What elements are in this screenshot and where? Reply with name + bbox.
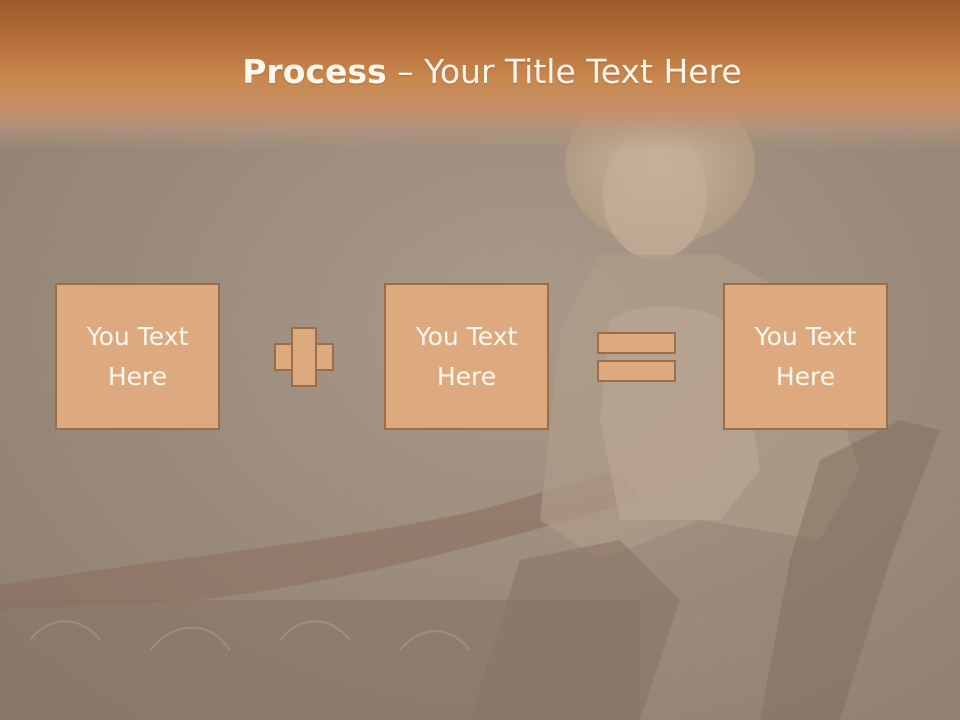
text-box-1-line2: Here (107, 361, 168, 391)
text-box-3-line1: You Text (754, 321, 857, 351)
text-box-2-line2: Here (436, 361, 497, 391)
title-bold: Process (242, 52, 387, 91)
equals-icon-bottom-bar (597, 360, 676, 382)
title-band (0, 0, 960, 150)
text-box-2-line1: You Text (415, 321, 518, 351)
equals-icon-top-bar (597, 332, 676, 354)
text-box-3-line2: Here (775, 361, 836, 391)
title-rest: – Your Title Text Here (386, 52, 742, 91)
plus-icon-center (293, 345, 315, 369)
text-box-1-line1: You Text (86, 321, 189, 351)
slide-title: Process – Your Title Text Here (0, 52, 960, 91)
